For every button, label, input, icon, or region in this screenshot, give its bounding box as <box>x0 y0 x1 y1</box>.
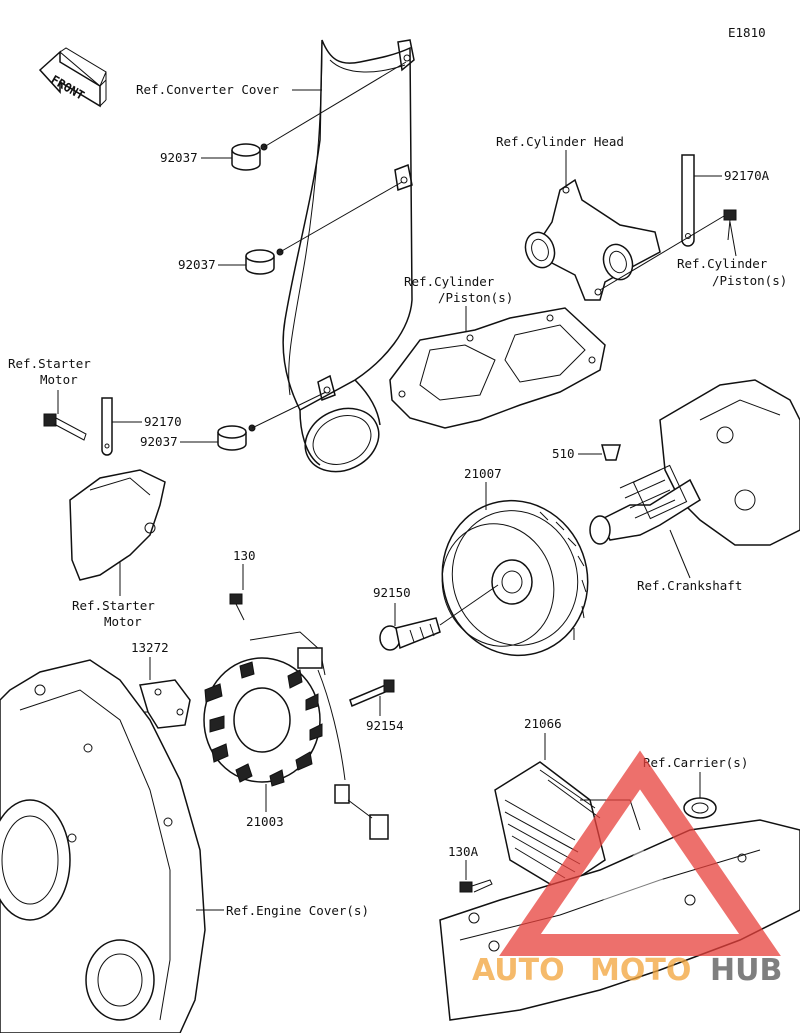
label-starter-motor-1b: Motor <box>40 372 78 387</box>
label-engine-cover: Ref.Engine Cover(s) <box>226 903 369 918</box>
part-92037-b: 92037 <box>178 257 216 272</box>
starter-bolt <box>43 413 87 441</box>
strap-92170 <box>101 397 113 456</box>
diagram-code: E1810 <box>728 25 766 40</box>
label-starter-motor-2b: Motor <box>104 614 142 629</box>
label-cylinder-piston-1b: /Piston(s) <box>438 290 513 305</box>
watermark-text-3: HUB <box>710 953 782 988</box>
part-130A: 130A <box>448 844 479 859</box>
watermark-text-2: MOTO <box>590 953 691 988</box>
cylinder-head-bracket <box>524 178 661 301</box>
label-starter-motor-1a: Ref.Starter <box>8 356 91 371</box>
part-130: 130 <box>233 548 256 563</box>
flywheel-rotor-21007 <box>441 499 589 657</box>
collar-92037-c <box>217 424 256 451</box>
part-21066: 21066 <box>524 716 562 731</box>
label-carrier: Ref.Carrier(s) <box>643 755 748 770</box>
part-92170: 92170 <box>144 414 182 429</box>
part-21007: 21007 <box>464 466 502 481</box>
crankshaft <box>589 379 800 546</box>
cylinder-gasket <box>389 307 606 429</box>
engine-cover <box>0 659 206 1033</box>
bolt-130A <box>459 879 493 893</box>
watermark-text-1: AUTO <box>472 953 565 988</box>
label-cylinder-piston-1a: Ref.Cylinder <box>404 274 495 289</box>
collar-92037-a <box>231 143 268 171</box>
part-92154: 92154 <box>366 718 404 733</box>
part-13272: 13272 <box>131 640 169 655</box>
part-92170A: 92170A <box>724 168 770 183</box>
part-21003: 21003 <box>246 814 284 829</box>
part-92037-a: 92037 <box>160 150 198 165</box>
converter-cover-duct <box>282 39 415 473</box>
label-cylinder-head: Ref.Cylinder Head <box>496 134 624 149</box>
label-converter-cover: Ref.Converter Cover <box>136 82 279 97</box>
front-arrow-icon: FRONT <box>38 47 107 108</box>
label-crankshaft: Ref.Crankshaft <box>637 578 742 593</box>
stator-21003 <box>203 631 389 840</box>
part-92037-c: 92037 <box>140 434 178 449</box>
part-92150: 92150 <box>373 585 411 600</box>
bolt-92154 <box>349 679 395 708</box>
automotohub-watermark: AUTO MOTO HUB <box>472 750 782 988</box>
collar-92037-b <box>245 248 284 275</box>
strap-92170A <box>681 154 695 247</box>
label-cylinder-piston-2a: Ref.Cylinder <box>677 256 768 271</box>
label-cylinder-piston-2b: /Piston(s) <box>712 273 787 288</box>
label-starter-motor-2a: Ref.Starter <box>72 598 155 613</box>
woodruff-key-510 <box>601 444 621 461</box>
watermark-triangle-icon <box>499 750 781 956</box>
bolt-92150 <box>379 617 441 651</box>
bolt-cylinder-right <box>723 209 737 241</box>
bolt-130 <box>229 593 245 621</box>
part-510: 510 <box>552 446 575 461</box>
starter-motor-housing <box>69 469 166 581</box>
